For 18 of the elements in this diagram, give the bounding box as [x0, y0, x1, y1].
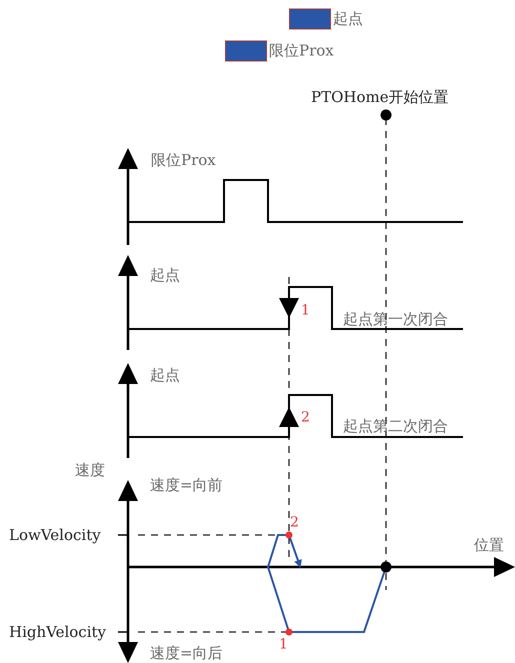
point-number: 1: [279, 637, 288, 653]
point-number: 1: [301, 303, 310, 319]
point-number: 2: [290, 515, 299, 531]
label: 起点: [150, 266, 180, 284]
label: HighVelocity: [9, 624, 106, 640]
label: 速度: [75, 462, 105, 478]
label: 起点: [150, 366, 180, 384]
label: 速度=向后: [150, 644, 223, 662]
legend-text: 限位Prox: [269, 42, 334, 60]
label: 速度=向前: [150, 476, 223, 494]
label: LowVelocity: [9, 526, 101, 544]
legend-text: 起点: [333, 10, 363, 28]
label: 位置: [474, 536, 504, 554]
label: 限位Prox: [151, 152, 216, 168]
label: PTOHome开始位置: [311, 88, 449, 106]
label: 起点第二次闭合: [343, 418, 448, 434]
label: 起点第一次闭合: [343, 310, 448, 328]
point-number: 2: [301, 410, 310, 426]
